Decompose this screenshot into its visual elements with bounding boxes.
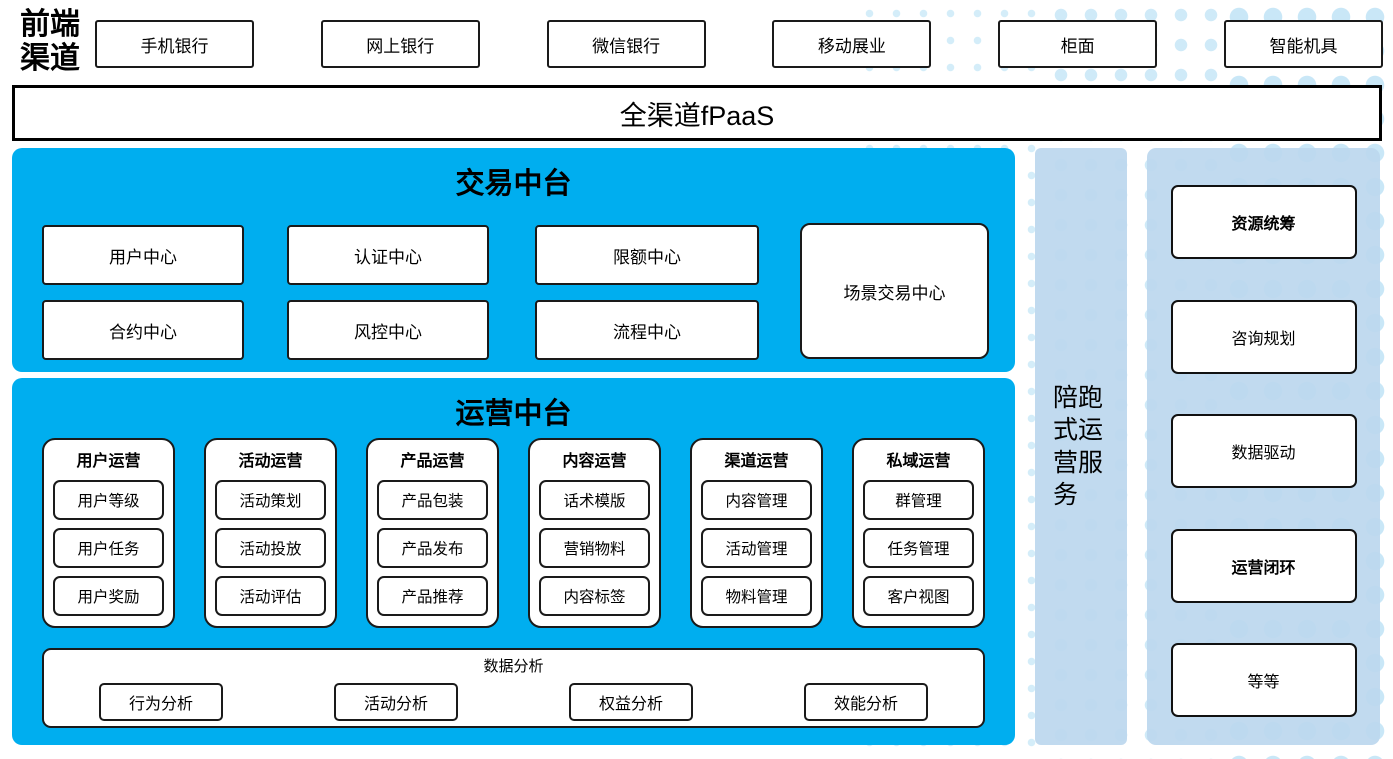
group-activity-operation: 活动运营 活动策划 活动投放 活动评估 xyxy=(204,438,337,628)
group-item: 产品推荐 xyxy=(377,576,488,616)
group-item: 用户任务 xyxy=(53,528,164,568)
limit-center-box: 限额中心 xyxy=(535,225,759,285)
operation-platform-title: 运营中台 xyxy=(455,398,572,430)
process-center-box: 流程中心 xyxy=(535,300,759,360)
group-item: 物料管理 xyxy=(701,576,812,616)
channel-counter: 柜面 xyxy=(998,20,1158,68)
data-analysis-panel: 数据分析 行为分析 活动分析 权益分析 效能分析 xyxy=(42,648,985,728)
group-user-operation: 用户运营 用户等级 用户任务 用户奖励 xyxy=(42,438,175,628)
risk-center-box: 风控中心 xyxy=(287,300,489,360)
front-channels-label: 前端渠道 xyxy=(20,8,80,75)
group-title: 活动运营 xyxy=(238,453,303,470)
group-title: 私域运营 xyxy=(886,453,951,470)
data-driven-box: 数据驱动 xyxy=(1170,414,1357,488)
group-item: 用户奖励 xyxy=(53,576,164,616)
group-item: 群管理 xyxy=(863,480,974,520)
group-item: 内容管理 xyxy=(701,480,812,520)
channel-wechat-banking: 微信银行 xyxy=(546,20,706,68)
auth-center-box: 认证中心 xyxy=(287,225,489,285)
group-item: 用户等级 xyxy=(53,480,164,520)
group-channel-operation: 渠道运营 内容管理 活动管理 物料管理 xyxy=(690,438,823,628)
channel-mobile-outreach: 移动展业 xyxy=(772,20,932,68)
group-item: 营销物料 xyxy=(539,528,650,568)
group-title: 用户运营 xyxy=(76,453,141,470)
channel-smart-devices: 智能机具 xyxy=(1223,20,1383,68)
fpaas-bar: 全渠道fPaaS xyxy=(12,85,1382,141)
group-content-operation: 内容运营 话术模版 营销物料 内容标签 xyxy=(528,438,661,628)
efficiency-analysis-box: 效能分析 xyxy=(804,683,928,721)
activity-analysis-box: 活动分析 xyxy=(334,683,458,721)
data-analysis-title: 数据分析 xyxy=(483,658,544,675)
trade-platform-section: 交易中台 用户中心 认证中心 限额中心 合约中心 风控中心 流程中心 场景交易中… xyxy=(12,148,1015,372)
group-private-domain-operation: 私域运营 群管理 任务管理 客户视图 xyxy=(852,438,985,628)
group-item: 活动评估 xyxy=(215,576,326,616)
group-item: 任务管理 xyxy=(863,528,974,568)
user-center-box: 用户中心 xyxy=(42,225,244,285)
operation-platform-section: 运营中台 用户运营 用户等级 用户任务 用户奖励 活动运营 活动策划 活动投放 … xyxy=(12,378,1015,745)
group-item: 活动管理 xyxy=(701,528,812,568)
contract-center-box: 合约中心 xyxy=(42,300,244,360)
group-item: 客户视图 xyxy=(863,576,974,616)
group-item: 内容标签 xyxy=(539,576,650,616)
channels-row: 手机银行 网上银行 微信银行 移动展业 柜面 智能机具 xyxy=(95,20,1383,68)
service-column: 资源统筹 咨询规划 数据驱动 运营闭环 等等 xyxy=(1147,148,1380,745)
scenario-trade-center-box: 场景交易中心 xyxy=(800,223,989,359)
data-analysis-row: 行为分析 活动分析 权益分析 效能分析 xyxy=(99,683,928,721)
group-item: 产品发布 xyxy=(377,528,488,568)
rights-analysis-box: 权益分析 xyxy=(569,683,693,721)
accompanying-service-label: 陪跑式运营服务 xyxy=(1053,383,1104,510)
channel-mobile-banking: 手机银行 xyxy=(95,20,254,68)
accompanying-service-bar: 陪跑式运营服务 xyxy=(1035,148,1127,745)
channel-online-banking: 网上银行 xyxy=(320,20,480,68)
consulting-planning-box: 咨询规划 xyxy=(1170,299,1357,374)
group-item: 产品包装 xyxy=(377,480,488,520)
operation-groups-row: 用户运营 用户等级 用户任务 用户奖励 活动运营 活动策划 活动投放 活动评估 … xyxy=(42,438,985,628)
group-title: 内容运营 xyxy=(562,453,627,470)
group-item: 活动投放 xyxy=(215,528,326,568)
group-item: 话术模版 xyxy=(539,480,650,520)
group-title: 产品运营 xyxy=(400,453,465,470)
resource-coordination-box: 资源统筹 xyxy=(1170,185,1357,259)
group-item: 活动策划 xyxy=(215,480,326,520)
group-title: 渠道运营 xyxy=(724,453,789,470)
etc-box: 等等 xyxy=(1170,643,1357,717)
operation-closed-loop-box: 运营闭环 xyxy=(1170,528,1357,603)
behavior-analysis-box: 行为分析 xyxy=(99,683,223,721)
group-product-operation: 产品运营 产品包装 产品发布 产品推荐 xyxy=(366,438,499,628)
trade-platform-title: 交易中台 xyxy=(455,168,572,200)
